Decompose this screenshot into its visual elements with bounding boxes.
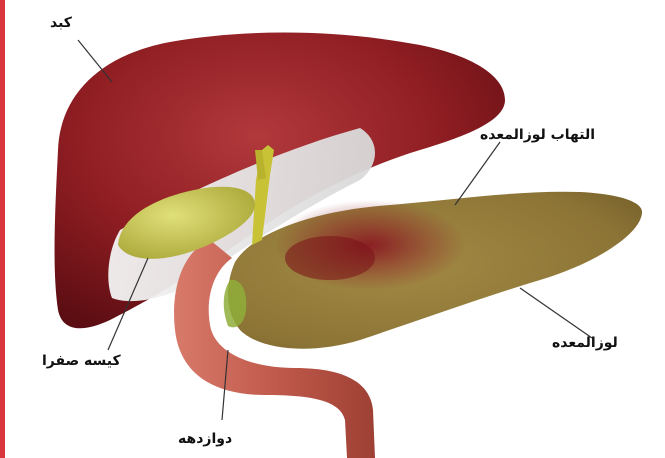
label-pancreas: لوزالمعده xyxy=(552,336,618,350)
label-pancreatitis: التهاب لوزالمعده xyxy=(480,128,595,142)
label-duodenum: دوازدهه xyxy=(178,432,232,446)
label-gallbladder: کیسه صفرا xyxy=(42,354,121,368)
leader-pancreas xyxy=(520,288,592,338)
pancreatitis-core xyxy=(285,236,375,280)
label-liver: کبد xyxy=(50,16,72,30)
